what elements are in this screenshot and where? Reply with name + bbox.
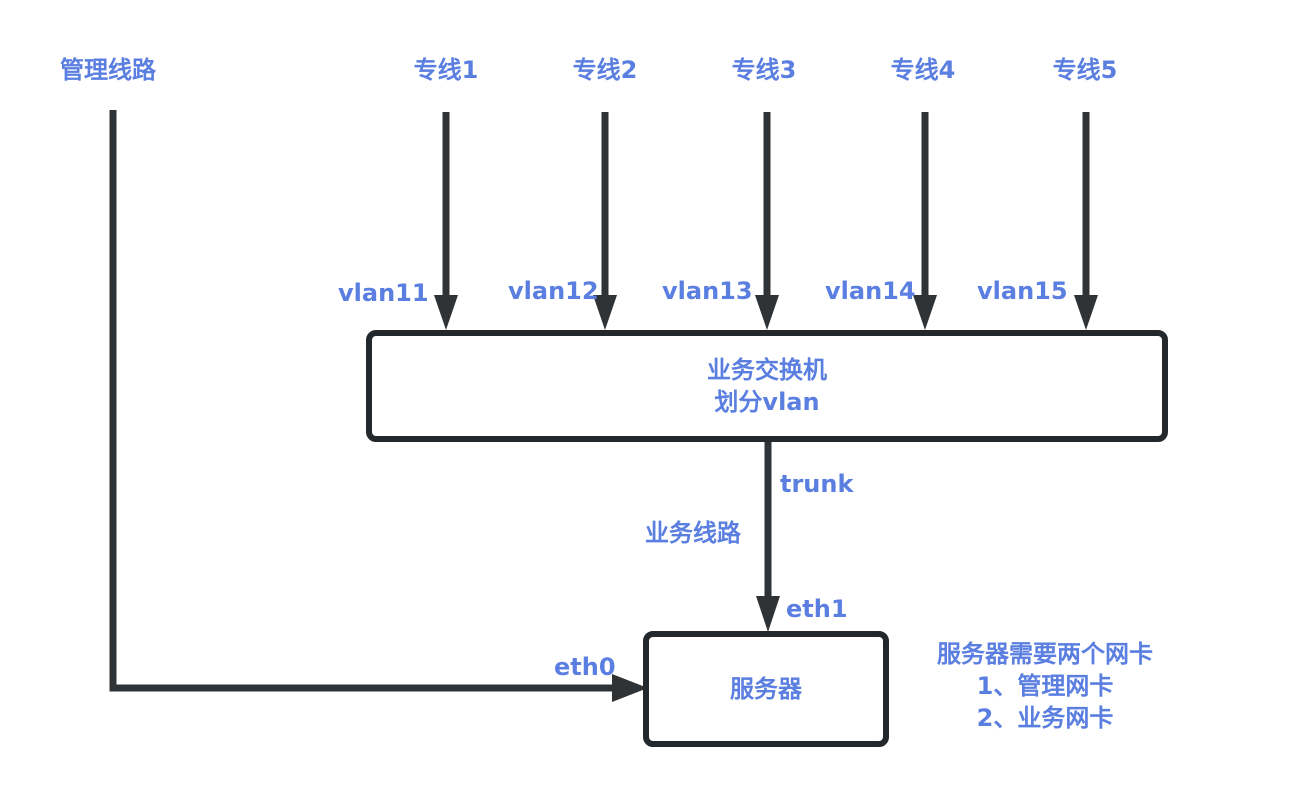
dedicated-line-2-arrowhead: [593, 295, 617, 330]
management-line-arrowhead: [612, 674, 648, 702]
eth0-label: eth0: [554, 653, 616, 681]
dedicated-line-5-label: 专线5: [1052, 56, 1118, 84]
trunk-label: trunk: [780, 470, 854, 498]
dedicated-line-4-arrowhead: [913, 295, 937, 330]
server-note-item-2: 2、业务网卡: [976, 704, 1114, 732]
business-line-arrowhead: [756, 596, 780, 632]
dedicated-line-3-arrowhead: [755, 295, 779, 330]
vlan13-label: vlan13: [662, 277, 753, 305]
vlan11-label: vlan11: [338, 279, 429, 307]
dedicated-line-3-label: 专线3: [731, 56, 797, 84]
eth1-label: eth1: [786, 595, 848, 623]
server-note: 服务器需要两个网卡 1、管理网卡 2、业务网卡: [905, 638, 1185, 734]
business-line-label: 业务线路: [645, 519, 741, 547]
server-label: 服务器: [730, 675, 802, 703]
vlan15-label: vlan15: [977, 277, 1068, 305]
dedicated-line-4-label: 专线4: [890, 56, 956, 84]
dedicated-line-1-label: 专线1: [413, 56, 479, 84]
management-line-connector: [109, 110, 612, 692]
server-box: 服务器: [643, 631, 889, 747]
business-switch-subtitle: 划分vlan: [714, 388, 820, 416]
management-line-label: 管理线路: [60, 56, 156, 84]
business-switch-title: 业务交换机: [707, 356, 827, 384]
vlan14-label: vlan14: [825, 277, 916, 305]
dedicated-line-2-label: 专线2: [572, 56, 638, 84]
server-note-title: 服务器需要两个网卡: [937, 640, 1153, 668]
business-switch-box: 业务交换机 划分vlan: [366, 330, 1168, 442]
vlan12-label: vlan12: [508, 277, 599, 305]
dedicated-line-1-arrowhead: [434, 295, 458, 330]
server-note-item-1: 1、管理网卡: [976, 672, 1114, 700]
dedicated-line-5-arrowhead: [1074, 295, 1098, 330]
